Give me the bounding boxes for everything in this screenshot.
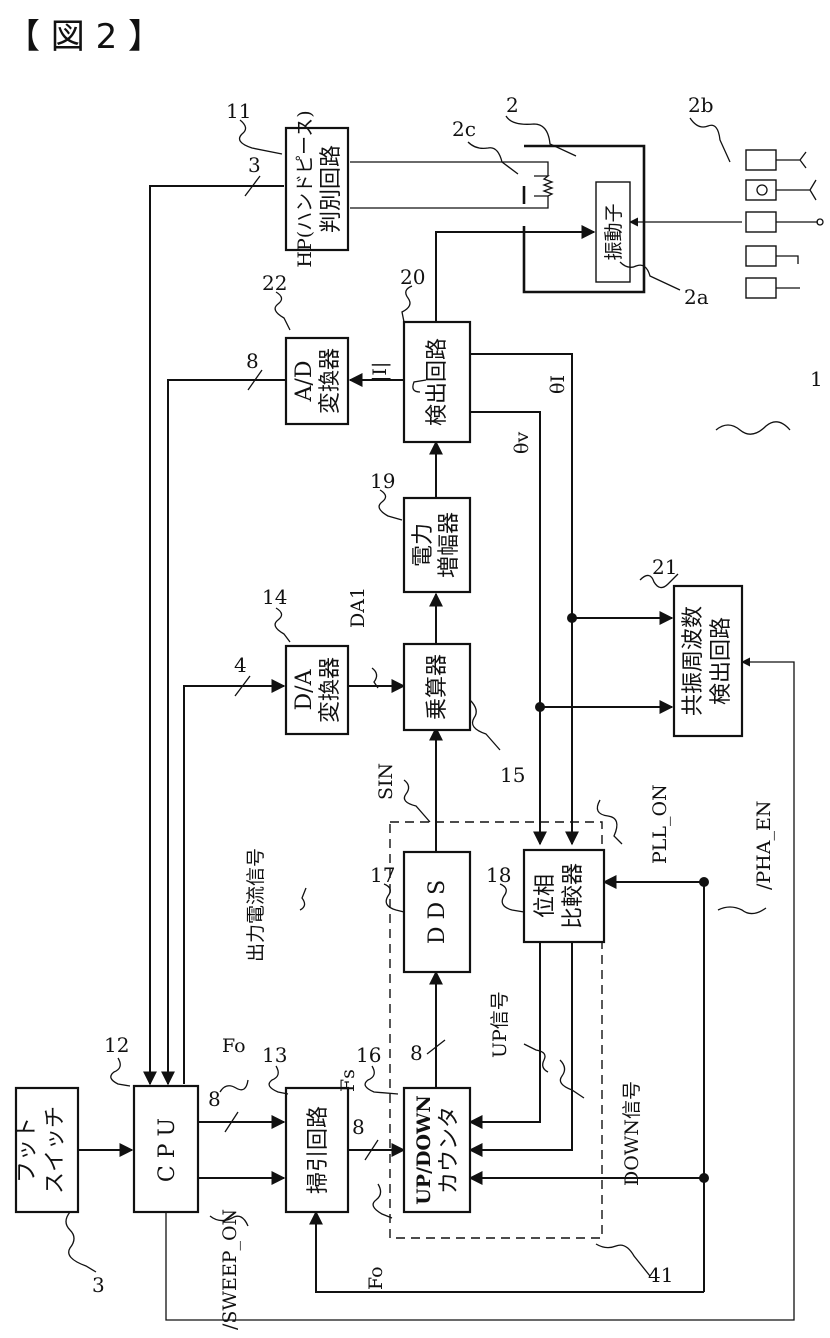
svg-text:14: 14 (262, 585, 287, 609)
svg-text:A/D: A/D (292, 361, 317, 403)
svg-text:15: 15 (500, 763, 525, 787)
svg-text:フット: フット (15, 1117, 40, 1183)
svg-text:11: 11 (226, 99, 251, 123)
svg-text:41: 41 (648, 1263, 673, 1287)
svg-text:スイッチ: スイッチ (43, 1106, 68, 1194)
svg-text:/PHA_EN: /PHA_EN (753, 801, 775, 890)
svg-text:検出回路: 検出回路 (425, 338, 450, 426)
svg-text:2b: 2b (688, 93, 714, 117)
svg-text:θI: θI (547, 375, 569, 394)
hp-discrimination-block: HP(ハンドピース) 判別回路 (286, 110, 348, 267)
svg-text:UP/DOWN: UP/DOWN (413, 1095, 435, 1205)
svg-text:振動子: 振動子 (603, 203, 625, 260)
svg-text:変換器: 変換器 (318, 348, 343, 414)
svg-text:8: 8 (352, 1115, 365, 1139)
svg-text:掃引回路: 掃引回路 (306, 1106, 331, 1194)
svg-text:8: 8 (246, 349, 259, 373)
svg-text:1: 1 (810, 367, 823, 391)
svg-text:電力: 電力 (411, 523, 436, 567)
svg-text:19: 19 (370, 469, 395, 493)
svg-text:UP信号: UP信号 (489, 991, 511, 1058)
svg-text:18: 18 (486, 863, 511, 887)
da-converter-block: D/A 変換器 (286, 646, 348, 734)
svg-text:13: 13 (262, 1043, 287, 1067)
multiplier-block: 乗算器 (404, 644, 470, 730)
svg-text:20: 20 (400, 265, 425, 289)
svg-text:HP(ハンドピース): HP(ハンドピース) (294, 110, 316, 267)
svg-text:22: 22 (262, 271, 287, 295)
svg-text:増幅器: 増幅器 (437, 512, 462, 578)
svg-text:D D S: D D S (425, 880, 450, 944)
svg-text:3: 3 (92, 1273, 105, 1297)
svg-text:乗算器: 乗算器 (425, 654, 450, 720)
svg-text:比較器: 比較器 (561, 863, 586, 929)
svg-text:|I|: |I| (369, 362, 391, 382)
probe-set-icon (746, 150, 823, 298)
svg-text:2c: 2c (452, 117, 476, 141)
svg-text:SIN: SIN (375, 763, 397, 800)
svg-text:C P U: C P U (155, 1118, 180, 1182)
svg-text:カウンタ: カウンタ (437, 1106, 462, 1194)
resonance-detect-block: 共振周波数 検出回路 (674, 586, 742, 736)
updown-counter-block: UP/DOWN カウンタ (404, 1088, 470, 1212)
svg-text:変換器: 変換器 (318, 657, 343, 723)
svg-text:/SWEEP_ON: /SWEEP_ON (219, 1209, 241, 1330)
svg-text:Fo: Fo (365, 1266, 387, 1290)
svg-text:判別回路: 判別回路 (319, 145, 344, 233)
svg-text:2: 2 (506, 93, 519, 117)
power-amplifier-block: 電力 増幅器 (404, 498, 470, 592)
sweep-circuit-block: 掃引回路 (286, 1088, 348, 1212)
svg-text:Fo: Fo (222, 1035, 246, 1057)
svg-text:17: 17 (370, 863, 395, 887)
svg-text:検出回路: 検出回路 (709, 617, 734, 705)
svg-text:4: 4 (234, 653, 247, 677)
svg-text:PLL_ON: PLL_ON (649, 784, 671, 864)
svg-text:8: 8 (410, 1041, 423, 1065)
svg-text:Fs: Fs (337, 1069, 359, 1092)
figure-label: 【 図 2 】 (6, 17, 162, 57)
svg-text:θv: θv (511, 432, 533, 454)
dds-block: D D S (404, 852, 470, 972)
svg-text:DA1: DA1 (347, 587, 369, 628)
svg-text:D/A: D/A (292, 668, 317, 710)
svg-text:16: 16 (356, 1043, 381, 1067)
svg-text:3: 3 (248, 153, 261, 177)
cpu-block: C P U (134, 1086, 198, 1212)
handpiece-block: 振動子 (524, 146, 644, 292)
foot-switch-block: フット スイッチ (15, 1088, 78, 1212)
resistor-symbol (534, 176, 552, 196)
svg-text:2a: 2a (684, 285, 709, 309)
ad-converter-block: A/D 変換器 (286, 338, 348, 424)
svg-text:12: 12 (104, 1033, 129, 1057)
phase-comparator-block: 位相 比較器 (524, 850, 604, 942)
svg-text:21: 21 (652, 555, 677, 579)
svg-text:出力電流信号: 出力電流信号 (245, 848, 267, 962)
svg-text:位相: 位相 (533, 874, 558, 918)
svg-text:DOWN信号: DOWN信号 (621, 1081, 643, 1186)
svg-text:共振周波数: 共振周波数 (681, 606, 706, 716)
svg-text:8: 8 (208, 1087, 221, 1111)
